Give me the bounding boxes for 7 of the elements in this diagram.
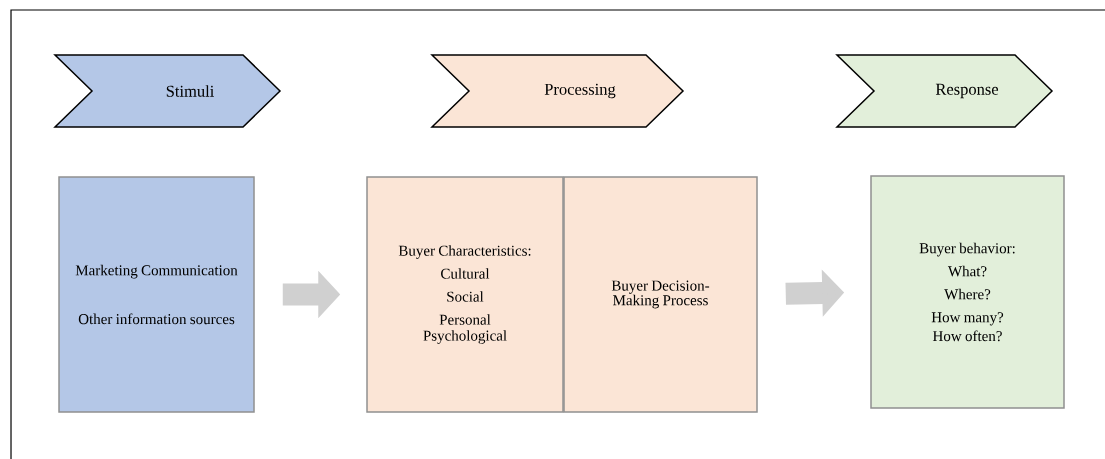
text-box: Buyer Decision-Making Process xyxy=(563,176,758,413)
node-label: Stimuli xyxy=(166,85,214,97)
node-label: Processing xyxy=(544,83,616,99)
node-label: Response xyxy=(935,83,999,99)
text-box: Buyer behavior: What? Where? How many? How often? xyxy=(870,175,1065,409)
text-box: Marketing Communication Other information sources xyxy=(58,176,255,413)
text-box: Buyer Characteristics: Cultural Social Personal Psychological xyxy=(366,176,564,413)
